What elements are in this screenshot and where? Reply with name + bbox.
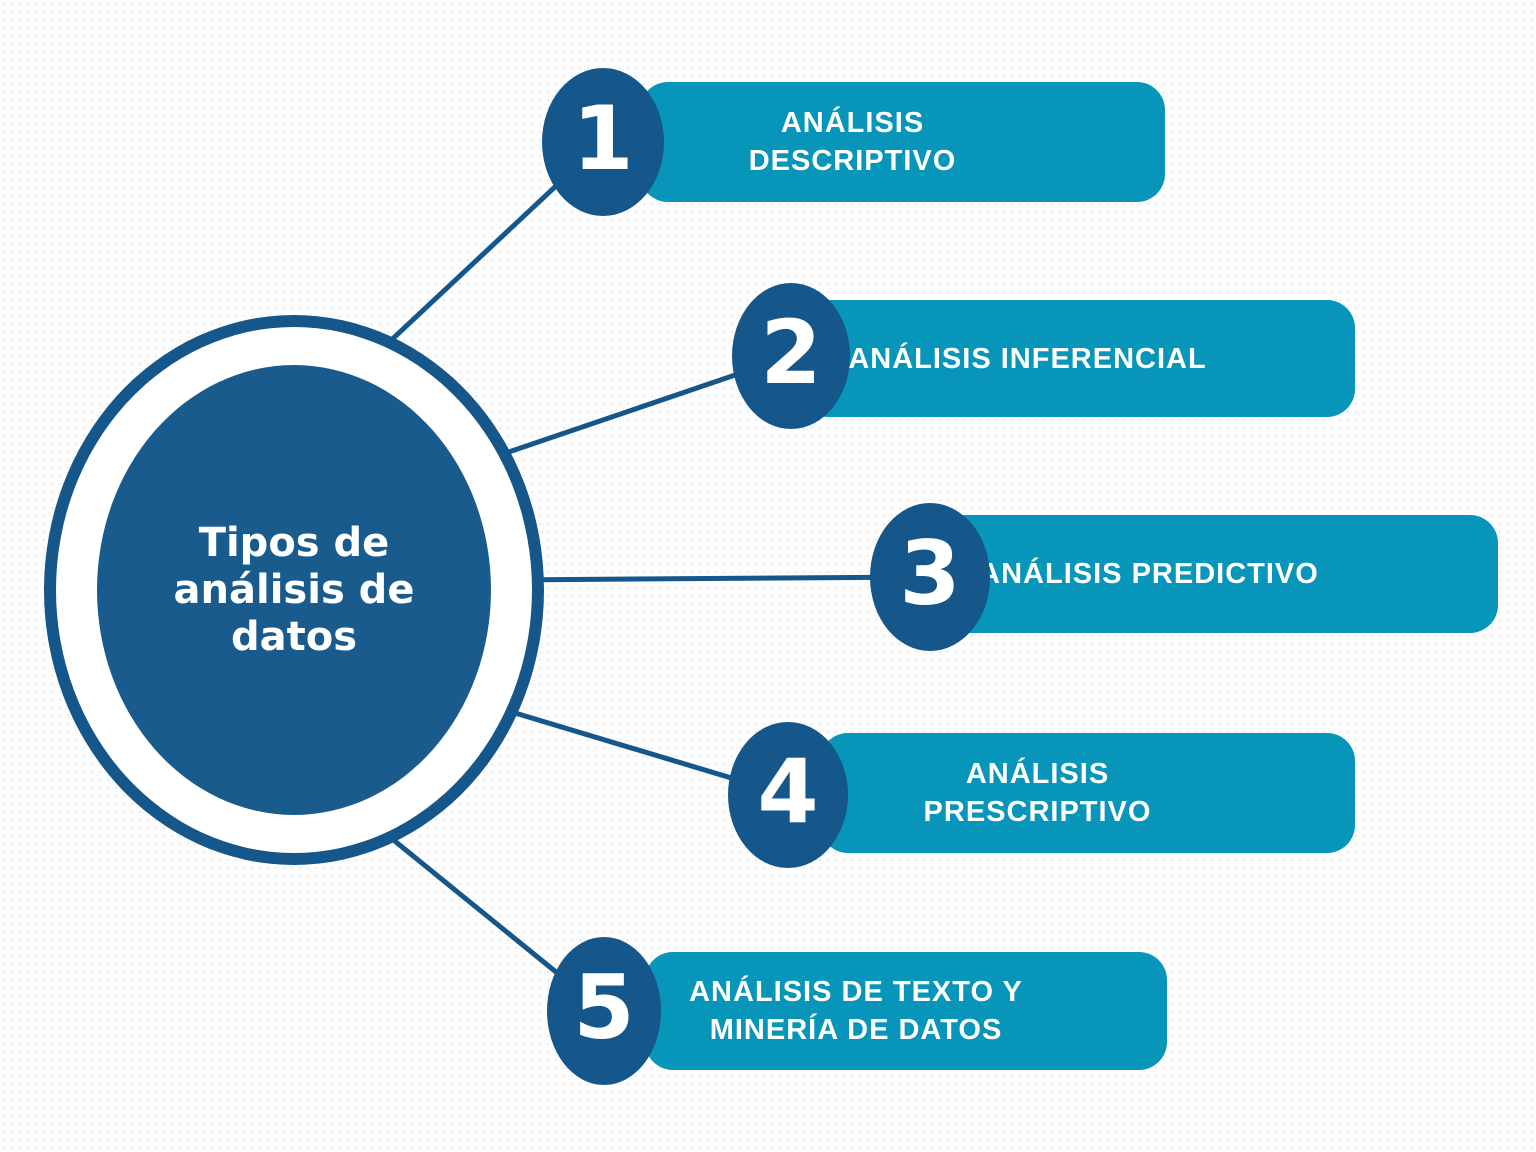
pill-5-text-line-1: ANÁLISIS DE TEXTO Y	[689, 976, 1023, 1008]
label-pill-analisis-texto-mineria: ANÁLISIS DE TEXTO Y MINERÍA DE DATOS	[645, 952, 1167, 1070]
label-pill-analisis-descriptivo: ANÁLISIS DESCRIPTIVO	[640, 82, 1165, 202]
label-pill-analisis-predictivo: ANÁLISIS PREDICTIVO	[900, 515, 1498, 633]
pill-4-text-line-2: PRESCRIPTIVO	[923, 796, 1152, 828]
hub-circle: Tipos de análisis de datos	[97, 365, 491, 815]
number-circle-5: 5	[547, 937, 661, 1085]
label-pill-analisis-prescriptivo: ANÁLISIS PRESCRIPTIVO	[820, 733, 1355, 853]
hub-title-line-1: Tipos de	[198, 519, 390, 566]
number-circle-1: 1	[542, 68, 664, 216]
number-circle-4: 4	[728, 722, 848, 868]
pill-2-text-line-1: ANÁLISIS INFERENCIAL	[848, 342, 1207, 375]
hub-title-line-3: datos	[230, 613, 358, 660]
number-4: 4	[757, 740, 819, 843]
pill-4-text-line-1: ANÁLISIS	[965, 758, 1110, 790]
number-circle-3: 3	[870, 503, 990, 651]
number-circle-2: 2	[732, 283, 850, 429]
pill-1-text-line-1: ANÁLISIS	[780, 107, 925, 139]
number-1: 1	[572, 87, 634, 190]
pill-5-text-line-2: MINERÍA DE DATOS	[709, 1014, 1003, 1046]
label-pill-analisis-inferencial: ANÁLISIS INFERENCIAL	[800, 300, 1355, 417]
connector-line-3	[499, 574, 931, 583]
number-5: 5	[573, 956, 635, 1059]
pill-1-text-line-2: DESCRIPTIVO	[748, 145, 957, 177]
hub-title-line-2: análisis de	[173, 566, 415, 613]
hub-ring: Tipos de análisis de datos	[44, 315, 544, 865]
number-3: 3	[899, 522, 961, 625]
number-2: 2	[760, 301, 822, 404]
pill-3-text-line-1: ANÁLISIS PREDICTIVO	[979, 558, 1319, 590]
